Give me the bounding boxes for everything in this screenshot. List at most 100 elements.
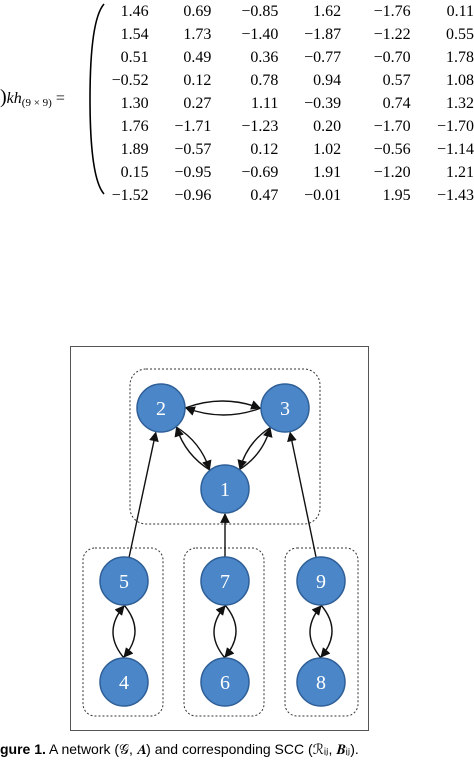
edge-2-to-3 (184, 400, 261, 410)
node-9: 9 (296, 556, 346, 606)
caption-text: A network (𝒢, 𝑨) and corresponding SCC (… (49, 741, 359, 757)
matrix-cell: 0.15 (120, 164, 149, 181)
matrix-cell: 0.69 (183, 3, 212, 20)
matrix-cell: 0.49 (183, 49, 212, 66)
matrix-cell: 1.46 (120, 3, 149, 20)
node-circle (296, 556, 346, 606)
matrix-cell: −0.69 (241, 164, 279, 181)
matrix-cell: 1.76 (120, 118, 149, 135)
matrix-cell: −0.70 (373, 49, 411, 66)
edge-9-to-8 (320, 604, 333, 658)
matrix-cell: 1.11 (251, 95, 279, 112)
matrix-cell: −1.87 (304, 26, 342, 43)
edge-1-to-2 (174, 426, 211, 471)
matrix-cell: 0.27 (183, 95, 212, 112)
matrix-row: 0.51 0.49 0.36 −0.77 −0.70 1.78 (108, 46, 474, 69)
edge-2-to-1 (175, 426, 212, 471)
matrix-cell: −0.01 (304, 187, 342, 204)
matrix-cell: 1.62 (313, 3, 342, 20)
matrix-cell: −0.52 (111, 72, 149, 89)
equals-sign: = (55, 90, 65, 107)
matrix-cell: −1.43 (436, 187, 474, 204)
matrix-cell: −0.77 (304, 49, 342, 66)
matrix-cell: −0.56 (373, 141, 411, 158)
matrix-cell: 1.02 (313, 141, 342, 158)
node-circle (260, 383, 310, 433)
node-5: 5 (99, 556, 149, 606)
edge-7-to-6 (224, 604, 237, 658)
node-label: 2 (156, 398, 166, 420)
edge-5-to-2 (128, 431, 159, 558)
matrix-cell: 0.55 (446, 26, 474, 43)
node-circle (200, 556, 250, 606)
node-circle (200, 464, 250, 514)
matrix-row: −0.52 0.12 0.78 0.94 0.57 1.08 (108, 69, 474, 92)
matrix-cell: −1.20 (373, 164, 411, 181)
matrix-cell: 1.91 (313, 164, 342, 181)
matrix-cell: 1.08 (446, 72, 474, 89)
node-label: 9 (316, 571, 326, 593)
node-4: 4 (99, 657, 149, 707)
node-circle (99, 657, 149, 707)
node-6: 6 (200, 657, 250, 707)
node-label: 4 (119, 672, 129, 694)
node-2: 2 (136, 383, 186, 433)
matrix-left-bracket (89, 3, 105, 195)
matrix-cell: 0.12 (183, 72, 212, 89)
matrix-cell: 0.57 (382, 72, 411, 89)
edge-9-to-3 (287, 431, 317, 558)
matrix-cell: 0.12 (250, 141, 279, 158)
matrix-cell: 1.30 (120, 95, 149, 112)
matrix-cell: 1.95 (382, 187, 411, 204)
matrix-cell: 0.20 (313, 118, 342, 135)
matrix-cell: −1.70 (373, 118, 411, 135)
matrix-cell: 0.51 (120, 49, 149, 66)
matrix-cell: −1.22 (373, 26, 411, 43)
edge-3-to-2 (185, 406, 262, 416)
scc-box-right (284, 547, 359, 717)
matrix-cell: −1.76 (373, 3, 411, 20)
matrix-cell: −1.14 (436, 141, 474, 158)
matrix-cell: −1.40 (241, 26, 279, 43)
node-label: 6 (220, 672, 230, 694)
edge-6-to-7 (213, 605, 226, 659)
matrix-cell: 0.78 (250, 72, 279, 89)
edge-5-to-4 (123, 604, 136, 658)
matrix-cell: 1.78 (446, 49, 474, 66)
node-1: 1 (200, 464, 250, 514)
matrix-cell: −0.96 (174, 187, 212, 204)
matrix-cell: −1.23 (241, 118, 279, 135)
matrix-cell: 1.21 (446, 164, 474, 181)
matrix-cell: 0.36 (250, 49, 279, 66)
node-circle (136, 383, 186, 433)
matrix-cell: 0.11 (446, 3, 474, 20)
scc-box-left (82, 547, 164, 717)
edge-4-to-5 (112, 605, 125, 659)
node-8: 8 (296, 657, 346, 707)
matrix-cell: −0.39 (304, 95, 342, 112)
matrix-cell: 1.73 (183, 26, 212, 43)
edge-8-to-9 (309, 605, 322, 659)
caption-label: gure 1. (0, 741, 46, 757)
matrix-cell: −0.57 (174, 141, 212, 158)
figure-caption: gure 1. A network (𝒢, 𝑨) and correspondi… (0, 741, 474, 758)
matrix-cell: 0.47 (250, 187, 279, 204)
node-7: 7 (200, 556, 250, 606)
edge-1-to-3 (238, 427, 273, 471)
matrix-cell: −1.70 (436, 118, 474, 135)
lhs-subscript: (9 × 9) (21, 97, 52, 109)
node-circle (296, 657, 346, 707)
edge-3-to-1 (237, 426, 272, 470)
matrix-lhs: )kh(9 × 9) = (0, 86, 65, 109)
matrix-cell: 0.94 (313, 72, 342, 89)
scc-box-middle (183, 547, 265, 717)
node-label: 8 (316, 672, 326, 694)
